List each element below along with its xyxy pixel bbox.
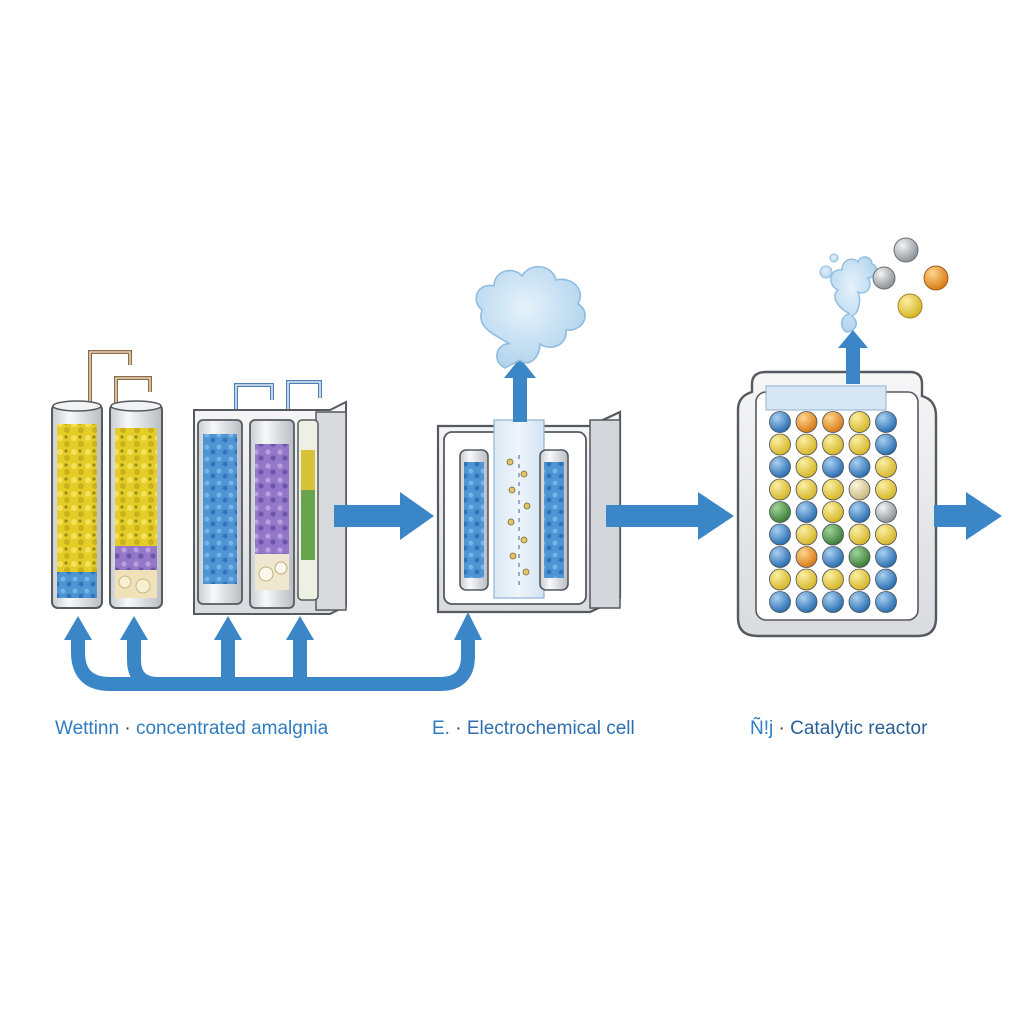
catalyst-pellet bbox=[848, 568, 871, 591]
catalyst-pellet bbox=[875, 456, 897, 478]
catalyst-pellet bbox=[848, 546, 871, 568]
flow-arrow-icon bbox=[334, 492, 434, 540]
catalyst-pellets bbox=[769, 411, 897, 613]
catalyst-pellet bbox=[875, 568, 897, 591]
stage-name: concentrated amalgnia bbox=[135, 718, 329, 739]
stage-code: Wettinn bbox=[55, 718, 120, 739]
catalyst-pellet bbox=[875, 523, 897, 546]
catalyst-pellet bbox=[795, 501, 818, 523]
stage-separator: · bbox=[778, 718, 785, 739]
catalyst-pellet bbox=[875, 478, 897, 501]
stage-code: Ñ!j bbox=[750, 718, 774, 739]
stage-name: Catalytic reactor bbox=[790, 718, 928, 739]
catalyst-pellet bbox=[822, 501, 844, 523]
catalyst-pellet bbox=[769, 568, 791, 591]
catalyst-pellet bbox=[875, 591, 897, 613]
catalyst-pellet bbox=[848, 523, 871, 546]
catalyst-pellet bbox=[795, 433, 818, 456]
catalyst-pellet bbox=[822, 456, 844, 478]
catalyst-pellet bbox=[875, 411, 897, 433]
catalyst-pellet bbox=[875, 546, 897, 568]
catalyst-pellet bbox=[822, 591, 844, 613]
stage-label-catalytic: Ñ!j · Catalytic reactor bbox=[750, 718, 927, 740]
catalyst-pellet bbox=[875, 501, 897, 523]
catalyst-pellet bbox=[795, 546, 818, 568]
catalyst-pellet bbox=[822, 411, 844, 433]
catalyst-pellet bbox=[822, 568, 844, 591]
catalyst-pellet bbox=[795, 523, 818, 546]
catalyst-pellet bbox=[769, 411, 791, 433]
recycle-arrow-icon bbox=[64, 612, 482, 640]
catalyst-pellet bbox=[769, 523, 791, 546]
catalyst-pellet bbox=[822, 478, 844, 501]
catalyst-pellet bbox=[848, 591, 871, 613]
vapor-cloud-icon bbox=[819, 253, 878, 333]
catalyst-pellet bbox=[848, 433, 871, 456]
catalyst-pellet bbox=[769, 591, 791, 613]
catalyst-pellet bbox=[769, 501, 791, 523]
stage-label-electrochemical: E. · Electrochemical cell bbox=[432, 718, 635, 740]
catalyst-pellet bbox=[875, 433, 897, 456]
catalyst-pellet bbox=[848, 456, 871, 478]
stage-separator: · bbox=[124, 718, 131, 739]
catalyst-pellet bbox=[795, 456, 818, 478]
catalyst-pellet bbox=[822, 523, 844, 546]
stage-separator: · bbox=[455, 718, 462, 739]
catalyst-pellet bbox=[769, 546, 791, 568]
catalyst-pellet bbox=[848, 478, 871, 501]
catalyst-pellet bbox=[795, 478, 818, 501]
flow-arrow-icon bbox=[934, 492, 1002, 540]
catalyst-pellet bbox=[795, 568, 818, 591]
catalytic-reactor-icon bbox=[736, 330, 938, 638]
catalyst-pellet bbox=[769, 456, 791, 478]
absorption-columns-icon bbox=[51, 350, 163, 609]
catalyst-pellet bbox=[795, 591, 818, 613]
stage-code: E. bbox=[432, 718, 450, 739]
vapor-cloud-icon bbox=[475, 265, 586, 369]
recycle-arrow-icon bbox=[71, 640, 475, 691]
washing-module-icon bbox=[193, 380, 347, 615]
catalyst-pellet bbox=[822, 433, 844, 456]
electrochemical-cell-icon bbox=[436, 358, 622, 614]
stage-name: Electrochemical cell bbox=[466, 718, 635, 739]
catalyst-pellet bbox=[822, 546, 844, 568]
flow-arrow-icon bbox=[606, 492, 734, 540]
stage-label-absorption: Wettinn · concentrated amalgnia bbox=[55, 718, 328, 740]
gas-molecules-icon bbox=[872, 237, 949, 319]
catalyst-pellet bbox=[848, 501, 871, 523]
catalyst-pellet bbox=[848, 411, 871, 433]
catalyst-pellet bbox=[795, 411, 818, 433]
catalyst-pellet bbox=[769, 478, 791, 501]
catalyst-pellet bbox=[769, 433, 791, 456]
